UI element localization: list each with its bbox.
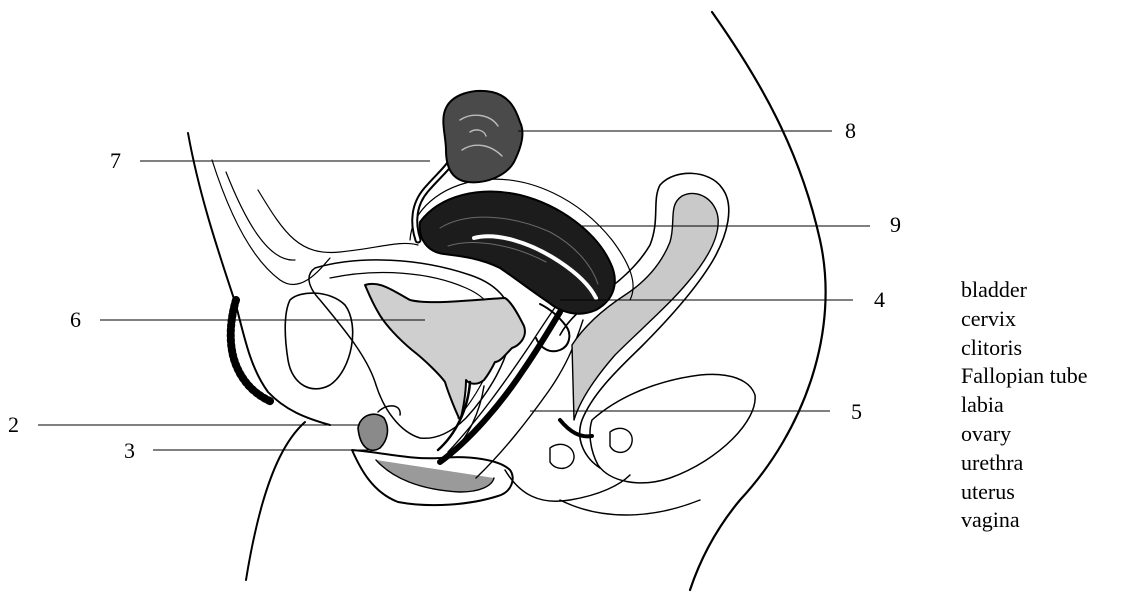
clitoris-shape	[358, 414, 387, 450]
word-bank-item: clitoris	[961, 334, 1087, 363]
anal-canal	[560, 420, 592, 436]
callout-2: 2	[8, 414, 19, 436]
word-bank-item: labia	[961, 391, 1087, 420]
pubic-bone	[285, 293, 352, 389]
word-bank-item: bladder	[961, 276, 1087, 305]
callout-3: 3	[124, 440, 135, 462]
word-bank-item: vagina	[961, 506, 1087, 535]
body-wall-line	[212, 160, 330, 284]
uterus-outline	[420, 192, 615, 314]
perineum-fold	[505, 470, 630, 501]
word-bank-item: urethra	[961, 449, 1087, 478]
callout-5: 5	[851, 401, 862, 423]
word-bank-item: cervix	[961, 305, 1087, 334]
word-bank: bladder cervix clitoris Fallopian tube l…	[961, 276, 1087, 535]
body-wall-line-2	[226, 172, 295, 260]
pubic-hair	[231, 300, 272, 402]
bone-detail-2	[610, 428, 632, 452]
callout-8: 8	[845, 120, 856, 142]
callout-6: 6	[70, 309, 81, 331]
word-bank-item: uterus	[961, 478, 1087, 507]
callout-4: 4	[874, 289, 885, 311]
word-bank-item: Fallopian tube	[961, 362, 1087, 391]
word-bank-item: ovary	[961, 420, 1087, 449]
bone-detail-1	[550, 444, 574, 468]
back-contour	[690, 12, 826, 590]
labia-inner	[376, 460, 494, 492]
callout-9: 9	[890, 214, 901, 236]
thigh-contour	[246, 422, 305, 580]
buttock-line	[560, 500, 700, 515]
callout-7: 7	[110, 150, 121, 172]
peritoneum-line	[258, 190, 418, 252]
ovary-outline	[443, 91, 522, 182]
